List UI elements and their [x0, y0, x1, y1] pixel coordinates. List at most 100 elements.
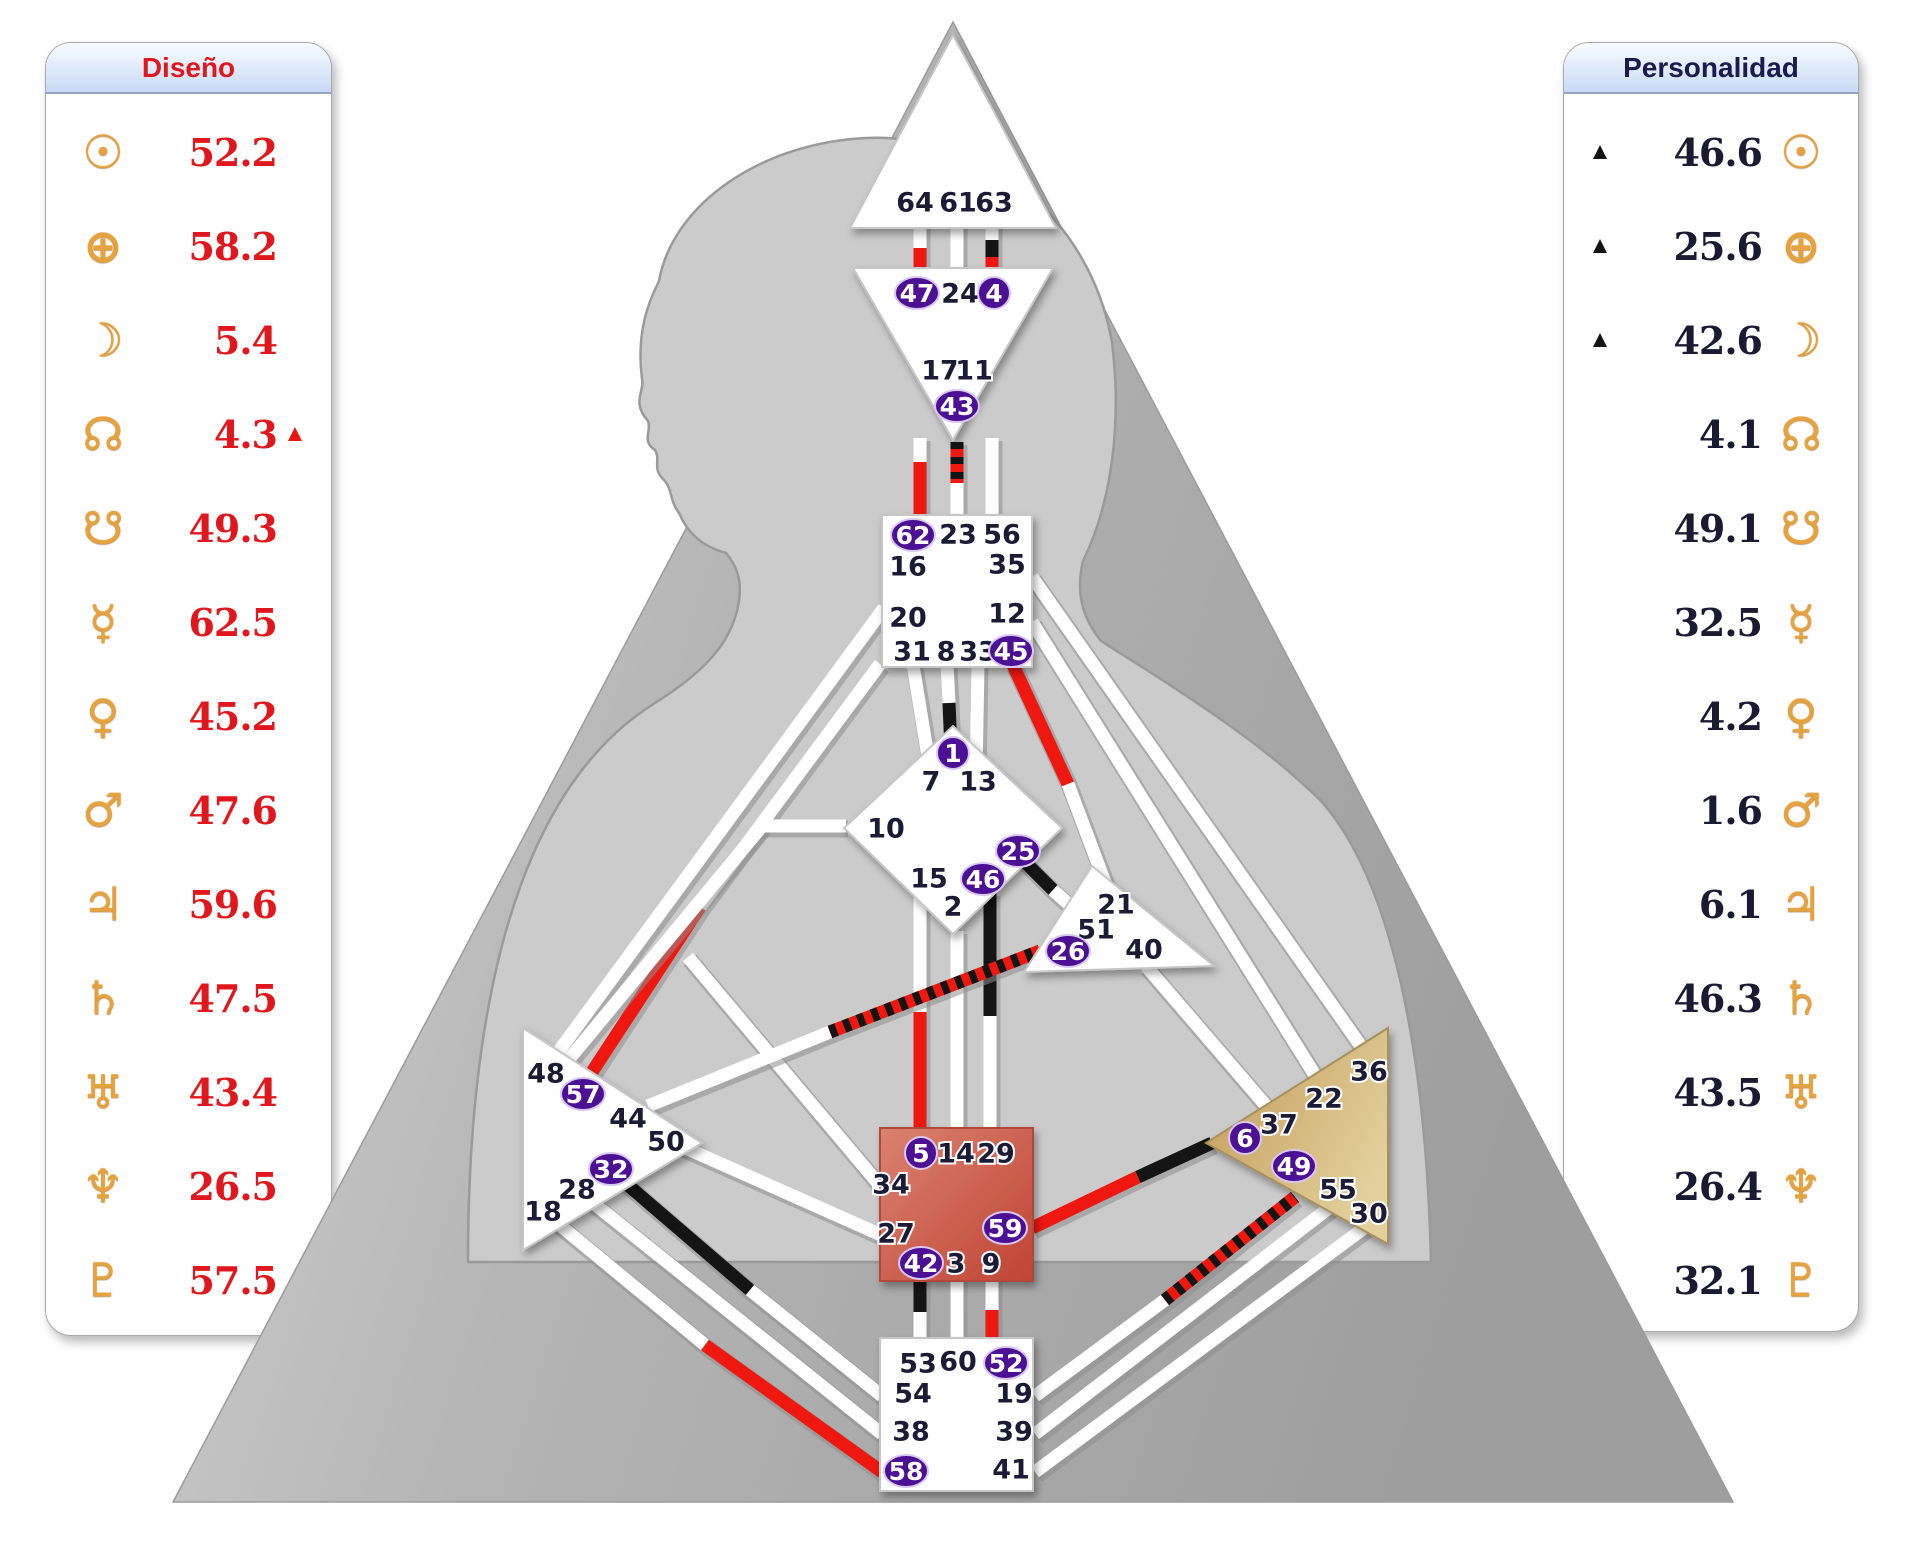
gate-54: 54: [892, 1377, 934, 1412]
gate-53: 53: [897, 1347, 939, 1382]
channel-9-52: [985, 1278, 1003, 1344]
svg-text:47: 47: [900, 279, 935, 308]
channel-3-60: [950, 1278, 968, 1344]
personality-row-jupiter: 6.1♃: [1564, 857, 1858, 951]
gate-25: 25: [995, 834, 1041, 868]
center-sacral: [879, 1127, 1034, 1282]
svg-text:5: 5: [912, 1139, 929, 1168]
gate-47: 47: [894, 276, 940, 310]
gate-57: 57: [560, 1077, 606, 1111]
svg-text:61: 61: [939, 188, 977, 219]
center-head: [848, 32, 1058, 229]
design-panel-title: Diseño: [141, 51, 236, 83]
gate-63: 63: [973, 186, 1015, 221]
svg-text:42: 42: [904, 1249, 939, 1278]
svg-text:30: 30: [1350, 1199, 1388, 1230]
svg-text:38: 38: [892, 1417, 930, 1448]
gate-48: 48: [525, 1057, 567, 1092]
svg-text:40: 40: [1125, 935, 1163, 966]
sun-icon: ☉: [1780, 125, 1822, 179]
personality-value-neptune: 26.4: [1673, 1163, 1763, 1209]
personality-value-north-node: 4.1: [1698, 411, 1763, 457]
personality-row-sun: ▲46.6☉: [1564, 105, 1858, 199]
svg-text:15: 15: [910, 864, 948, 895]
svg-text:60: 60: [939, 1347, 977, 1378]
svg-text:13: 13: [959, 767, 997, 798]
personality-row-uranus: 43.5♅: [1564, 1045, 1858, 1139]
personality-value-pluto: 32.1: [1673, 1257, 1763, 1303]
design-row-mars: ♂47.6: [46, 763, 331, 857]
gate-19: 19: [993, 1377, 1035, 1412]
personality-value-south-node: 49.1: [1673, 505, 1763, 551]
svg-text:34: 34: [872, 1170, 910, 1201]
gate-34: 34: [870, 1168, 912, 1203]
gate-58: 58: [883, 1454, 929, 1488]
svg-text:24: 24: [941, 279, 979, 310]
gate-14: 14: [935, 1137, 977, 1172]
channel-59-6: [1029, 1137, 1218, 1239]
channel-43-23: [950, 442, 968, 521]
design-value-jupiter: 59.6: [188, 881, 278, 927]
channel-16-48: [542, 604, 893, 1075]
pluto-icon: ♇: [82, 1253, 124, 1307]
gate-62: 62: [890, 518, 936, 552]
svg-text:17: 17: [921, 356, 959, 387]
svg-text:48: 48: [527, 1059, 565, 1090]
svg-text:31: 31: [893, 637, 931, 668]
gate-23: 23: [937, 518, 979, 553]
gate-5: 5: [904, 1136, 938, 1170]
center-heart: [1022, 864, 1217, 974]
gate-35: 35: [986, 548, 1028, 583]
gate-37: 37: [1258, 1108, 1300, 1143]
design-row-north-node: ☊4.3▲: [46, 387, 331, 481]
channel-50-27: [669, 1136, 894, 1249]
fixing-arrow-icon: ▲: [283, 1266, 307, 1293]
svg-text:29: 29: [977, 1139, 1015, 1170]
mars-icon: ♂: [1780, 783, 1822, 837]
earth-icon: ⊕: [1781, 219, 1821, 273]
pluto-icon: ♇: [1780, 1253, 1822, 1307]
design-value-earth: 58.2: [188, 223, 278, 269]
personality-row-south-node: 49.1☋: [1564, 481, 1858, 575]
channel-35-36: [1026, 573, 1381, 1070]
personality-value-sun: 46.6: [1673, 129, 1763, 175]
gate-59: 59: [982, 1211, 1028, 1245]
gate-44: 44: [607, 1102, 649, 1137]
design-row-venus: ♀45.2: [46, 669, 331, 763]
design-row-earth: ⊕58.2: [46, 199, 331, 293]
body-silhouette: [466, 136, 1433, 1264]
gate-3: 3: [945, 1247, 968, 1282]
design-value-mercury: 62.5: [188, 599, 278, 645]
svg-text:37: 37: [1260, 1110, 1298, 1141]
gate-64: 64: [894, 186, 936, 221]
channel-15-5: [913, 893, 931, 1134]
svg-text:33: 33: [959, 637, 997, 668]
design-panel-header: Diseño: [46, 43, 331, 94]
gate-12: 12: [986, 597, 1028, 632]
personality-row-saturn: 46.3♄: [1564, 951, 1858, 1045]
design-row-pluto: ♇57.5▲: [46, 1233, 331, 1327]
svg-text:63: 63: [975, 188, 1013, 219]
saturn-icon: ♄: [82, 971, 124, 1025]
svg-text:55: 55: [1319, 1175, 1357, 1206]
gate-61: 61: [937, 186, 979, 221]
gate-16: 16: [887, 550, 929, 585]
mercury-icon: ☿: [88, 595, 118, 649]
uranus-icon: ♅: [82, 1065, 124, 1119]
north-node-icon: ☊: [82, 407, 124, 461]
svg-text:44: 44: [609, 1104, 647, 1135]
personality-row-neptune: 26.4♆: [1564, 1139, 1858, 1233]
venus-icon: ♀: [1784, 689, 1818, 743]
gate-52: 52: [983, 1346, 1029, 1380]
center-spleen: [522, 1026, 704, 1252]
design-rows: ☉52.2⊕58.2☽5.4☊4.3▲☋49.3☿62.5♀45.2♂47.6♃…: [46, 94, 331, 1327]
gate-30: 30: [1348, 1197, 1390, 1232]
center-solar-plexus: [1204, 1026, 1389, 1246]
personality-value-uranus: 43.5: [1673, 1069, 1763, 1115]
design-value-mars: 47.6: [188, 787, 278, 833]
mercury-icon: ☿: [1786, 595, 1816, 649]
gate-21: 21: [1095, 888, 1137, 923]
design-panel: Diseño ☉52.2⊕58.2☽5.4☊4.3▲☋49.3☿62.5♀45.…: [45, 42, 332, 1336]
personality-row-earth: ▲25.6⊕: [1564, 199, 1858, 293]
